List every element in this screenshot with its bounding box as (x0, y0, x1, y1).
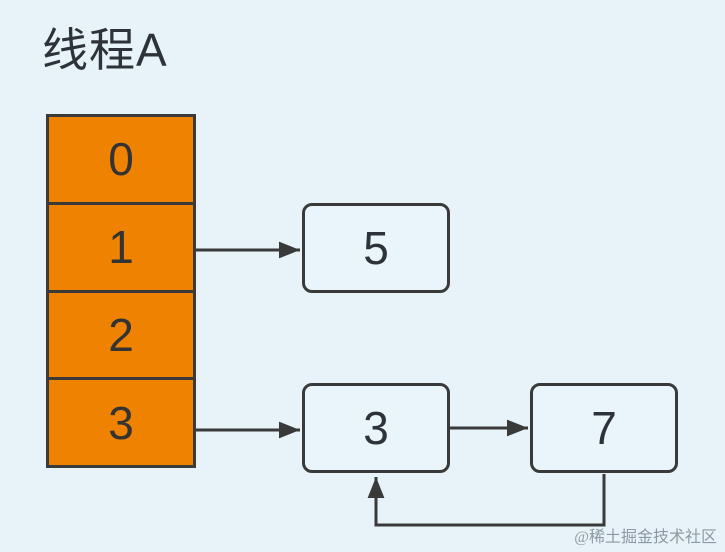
bucket-cell-1: 1 (49, 201, 193, 290)
watermark: @稀土掘金技术社区 (574, 529, 717, 546)
node-3: 3 (302, 383, 450, 473)
diagram-title: 线程A (42, 24, 168, 76)
bucket-cell-3: 3 (49, 377, 193, 465)
bucket-cell-2: 2 (49, 289, 193, 378)
bucket-cell-0: 0 (108, 133, 134, 186)
hash-bucket-array: 0 1 2 3 (46, 114, 196, 468)
arrow-node7-loop-to-node3 (367, 474, 606, 527)
node-7: 7 (530, 383, 678, 473)
node-5: 5 (302, 203, 450, 293)
